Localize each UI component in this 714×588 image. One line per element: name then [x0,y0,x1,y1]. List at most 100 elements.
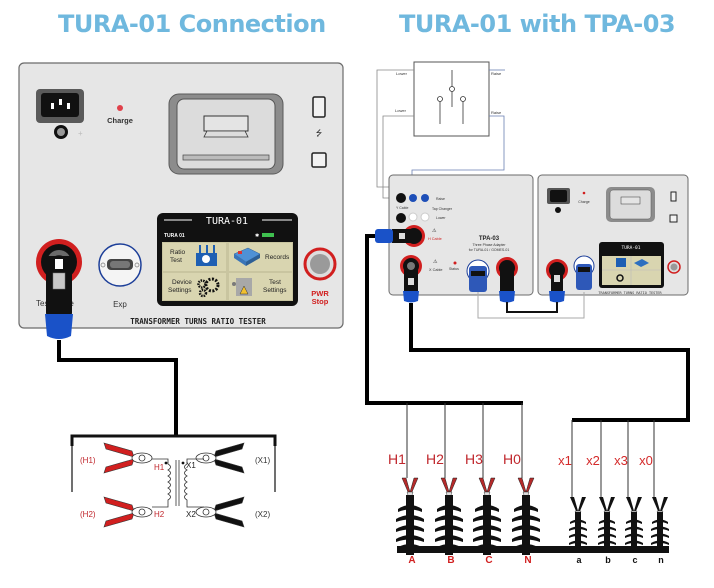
exp-label: Exp [113,300,127,309]
device-settings-label: Device [172,279,192,286]
tpa-jack-1-icon [396,193,406,203]
tap-raise-label-2: Raise [491,110,502,115]
tpa-x-cable-label: X Cable [429,268,443,272]
tpa-h-cable-label: H Cable [428,237,442,241]
bushing-label-b-lv: b [605,555,611,565]
tpa-x-warning-icon: ⚠ [433,259,438,265]
hv-leads [406,403,523,478]
tura-01-small-panel: Charge TURA-01 TRANSFORMER TURNS RATIO T… [537,174,689,303]
tap-raise-label-1: Raise [491,71,502,76]
lv-label-x2: x2 [586,453,600,468]
terminal-x2-label: X2 [186,510,196,519]
tpa-subtitle-2: for TURA-01 / GOMES-01 [469,248,510,252]
bushing-label-n: N [524,555,531,566]
warning-icon [232,278,252,296]
tura-01-front-panel: + Charge ⭍ TURA-01 TURA 01 ✱ [18,62,344,339]
bluetooth-icon: ✱ [255,233,259,239]
gears-icon [197,277,220,298]
tura-screen: TURA-01 TURA 01 ✱ Ratio Test [157,213,298,306]
test-settings-label: Test [269,279,281,286]
tpa-status-label: Status [449,267,459,271]
printer-icon [168,93,284,175]
records-icon [233,247,261,266]
tpa-plugs [375,229,515,303]
fuse-holder-icon: + [54,125,83,139]
power-inlet-icon [36,89,84,123]
right-diagram-title: TURA-01 with TPA-03 [399,10,676,38]
bushing-label-b: B [447,555,454,566]
transformer-tank-bar [397,546,669,553]
bushing-label-c-lv: c [632,555,637,565]
clamp-x1-label: (X1) [255,456,270,465]
bushing-label-a-lv: a [576,555,582,565]
tpa-x-cable-port[interactable] [400,255,422,277]
tpa-y-cable-label: Y Cable [396,206,408,210]
pwr-label: PWR [311,289,329,298]
charge-label: Charge [107,116,133,125]
tpa-model-label: TPA-03 [479,236,500,242]
tpa-raise-label: Raise [436,197,445,201]
tpa-status-led-icon [453,261,457,265]
usb-a-port-icon [312,96,326,118]
lv-label-x1: x1 [558,453,572,468]
screen-header: TURA-01 [206,216,248,227]
ratio-test-label-2: Test [170,257,182,264]
transformer-icon [196,245,217,266]
tpa-jack-2-icon [396,213,406,223]
hv-label-h2: H2 [426,451,444,467]
tap-changer-box: Lower Lower Raise Raise [395,61,502,137]
pwr-stop-button[interactable] [303,247,337,281]
clamp-h1-icon [103,442,153,474]
exp-db9-port[interactable] [98,243,142,287]
single-phase-transformer-diagram: (H1) (H2) (X1) (X2) H1 H2 X1 X2 [70,434,277,528]
svg-text:+: + [78,129,83,138]
panel-footer-label: TRANSFORMER TURNS RATIO TESTER [130,317,266,326]
small-screen-header: TURA-01 [622,245,641,251]
lv-label-x0: x0 [639,453,653,468]
tpa-tap-changer-label: Tap Changer [432,207,453,211]
clamp-h1-label: (H1) [80,456,96,465]
hv-label-h3: H3 [465,451,483,467]
left-diagram-title: TURA-01 Connection [58,10,326,38]
terminal-x1-label: X1 [186,461,196,470]
clamp-h2-icon [103,496,153,528]
hv-label-h1: H1 [388,451,406,467]
hv-label-h0: H0 [503,451,521,467]
test-settings-label-2: Settings [263,287,287,294]
usb-symbol-icon: ⭍ [316,129,323,138]
screen-status-title: TURA 01 [164,233,185,239]
battery-icon [262,233,274,237]
com-link-cable [477,292,585,319]
device-settings-label-2: Settings [168,287,192,294]
clamp-x2-icon [195,496,245,528]
usb-b-port-icon [311,152,327,168]
tap-lower-label-2: Lower [395,108,407,113]
small-charge-label: Charge [578,200,590,204]
clamp-x2-label: (X2) [255,510,270,519]
terminal-h1-label: H1 [154,463,165,472]
tpa-com-port[interactable] [466,259,490,292]
test-link-cable [506,302,558,313]
tap-lower-label-1: Lower [396,71,408,76]
stop-label: Stop [312,297,329,306]
clamp-h2-label: (H2) [80,510,96,519]
small-footer-label: TRANSFORMER TURNS RATIO TESTER [598,291,662,295]
records-label: Records [265,254,290,261]
ratio-test-label: Ratio [170,249,186,256]
bushing-label-c: C [485,555,492,566]
test-cable [57,340,178,436]
tpa-lower-label: Lower [436,216,446,220]
test-cable-plug [45,256,73,339]
tpa-h-warning-icon: ⚠ [432,228,437,234]
lv-leads [571,420,655,497]
tpa-subtitle-1: Three Phase Adapter [472,243,506,247]
bushing-label-n-lv: n [658,555,664,565]
clamp-x1-icon [195,442,245,474]
lv-label-x3: x3 [614,453,628,468]
terminal-h2-label: H2 [154,510,165,519]
primary-winding-icon [152,458,171,508]
lv-cable [409,303,690,422]
screen-tile-device-settings[interactable] [163,273,226,300]
secondary-winding-icon [184,458,204,508]
